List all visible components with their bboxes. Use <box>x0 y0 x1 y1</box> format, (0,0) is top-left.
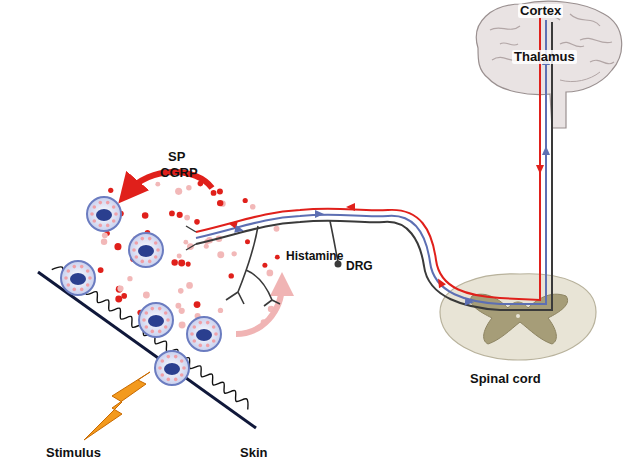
granule <box>274 226 280 232</box>
granule <box>115 296 122 303</box>
direction-arrows <box>227 56 550 306</box>
granule <box>101 239 107 245</box>
granule <box>178 260 185 267</box>
granule <box>186 185 191 190</box>
granule <box>184 215 190 221</box>
granule <box>183 240 188 245</box>
granule <box>231 251 236 256</box>
mast-cell <box>139 303 173 337</box>
granule <box>218 308 223 313</box>
granule <box>179 322 186 329</box>
granule <box>186 262 191 267</box>
flow-arrowhead <box>536 165 544 174</box>
granule <box>143 292 150 299</box>
granule <box>211 190 217 196</box>
label: Histamine <box>286 250 343 263</box>
brain <box>476 1 621 128</box>
label: Stimulus <box>46 446 101 460</box>
granule <box>245 239 250 244</box>
granule <box>275 255 280 260</box>
granule <box>171 259 177 265</box>
granule <box>155 182 160 187</box>
granule <box>175 303 181 309</box>
granule <box>179 308 185 314</box>
label: Skin <box>240 446 267 460</box>
granule <box>217 200 223 206</box>
mast-cells <box>61 197 221 385</box>
granule <box>169 211 175 217</box>
label: CGRP <box>160 166 198 180</box>
granule <box>177 212 183 218</box>
granule <box>175 188 182 195</box>
granule <box>229 273 234 278</box>
flow-arrowhead <box>435 277 446 289</box>
granule <box>108 188 113 193</box>
granule <box>194 301 201 308</box>
granule <box>117 285 123 291</box>
granule <box>194 219 200 225</box>
granule <box>262 263 267 268</box>
label: SP <box>168 150 185 164</box>
granule <box>186 282 193 289</box>
flow-arrowhead <box>465 298 475 307</box>
mast-cell <box>61 261 95 295</box>
granule <box>116 286 123 293</box>
granule <box>217 251 224 258</box>
mast-cell <box>129 233 163 267</box>
granule <box>102 232 108 238</box>
granule <box>178 288 184 294</box>
granule <box>243 198 248 203</box>
flow-arrowhead <box>315 210 324 218</box>
granule <box>204 244 209 249</box>
granule <box>127 276 132 281</box>
mediator-granules <box>96 181 279 332</box>
flow-arrowhead <box>346 203 355 211</box>
granule <box>142 212 149 219</box>
histamine-arrow <box>236 284 282 334</box>
label: Thalamus <box>512 50 577 64</box>
mast-cell <box>155 351 189 385</box>
mast-cell <box>87 197 121 231</box>
stimulus-bolt <box>84 372 150 440</box>
granule <box>177 253 182 258</box>
granule <box>217 188 223 194</box>
flow-arrowhead <box>542 146 550 155</box>
granule <box>121 293 127 299</box>
granule <box>250 204 256 210</box>
granule <box>114 243 121 250</box>
flow-arrowhead <box>234 225 244 235</box>
granule <box>267 270 274 277</box>
granule <box>98 267 104 273</box>
mast-cell <box>187 317 221 351</box>
label: DRG <box>346 260 373 273</box>
label: Cortex <box>518 4 563 18</box>
spinal-cord-section <box>440 274 596 360</box>
nerve-fibers <box>186 18 552 310</box>
label: Spinal cord <box>470 372 541 386</box>
